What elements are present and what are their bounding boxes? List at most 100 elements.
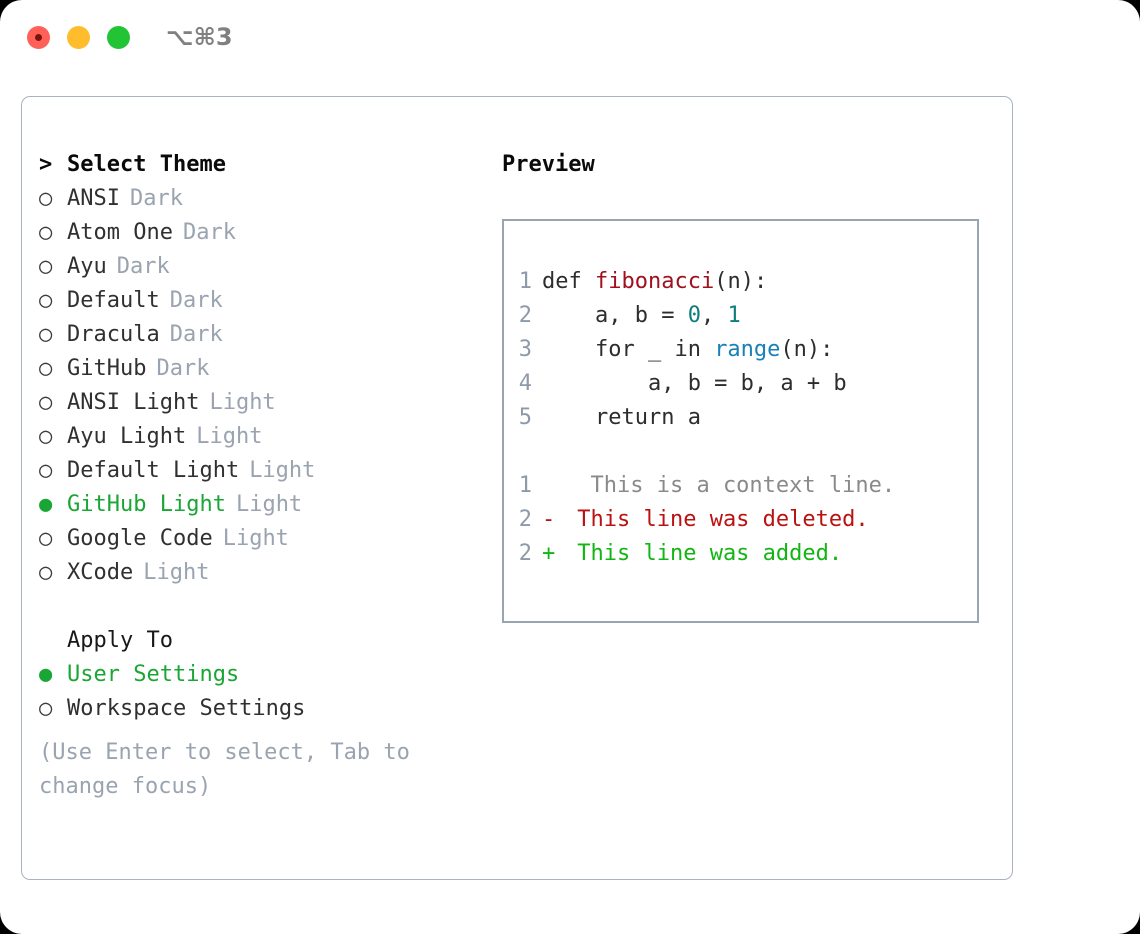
diff-marker-plus: + (542, 541, 556, 566)
apply-to-option-label: User Settings (67, 662, 240, 687)
code-token: return a (542, 405, 701, 430)
theme-variant-tag: Dark (169, 288, 223, 313)
radio-unselected-icon: ○ (39, 390, 53, 415)
line-number: 3 (518, 337, 532, 362)
apply-to-header: Apply To (39, 624, 499, 658)
radio-unselected-icon: ○ (39, 560, 53, 585)
keyboard-shortcut-label: ⌥⌘3 (166, 23, 233, 51)
code-token: for _ in (542, 337, 715, 362)
theme-list-item[interactable]: ○ Atom One Dark (39, 216, 499, 250)
code-line: 5 return a (504, 401, 977, 435)
preview-title: Preview (502, 152, 595, 177)
code-token-number: 0 (687, 303, 701, 328)
theme-variant-tag: Dark (156, 356, 210, 381)
line-number: 1 (518, 473, 532, 498)
theme-name: Dracula (67, 322, 160, 347)
theme-variant-tag: Light (209, 390, 276, 415)
radio-unselected-icon: ○ (39, 254, 53, 279)
diff-line-deleted: 2- This line was deleted. (504, 503, 977, 537)
diff-line-added: 2 + This line was added. (504, 537, 977, 571)
theme-list-item[interactable]: ○ GitHub Dark (39, 352, 499, 386)
theme-variant-tag: Light (143, 560, 210, 585)
code-line: 2 a, b = 0, 1 (504, 299, 977, 333)
traffic-lights (27, 26, 130, 49)
apply-to-option-workspace-settings[interactable]: ○ Workspace Settings (39, 692, 499, 726)
theme-list-item[interactable]: ○ XCode Light (39, 556, 499, 590)
theme-list-item[interactable]: ○ Google Code Light (39, 522, 499, 556)
diff-marker (542, 469, 564, 503)
radio-selected-icon: ● (39, 662, 53, 687)
apply-to-option-label: Workspace Settings (67, 696, 306, 721)
radio-unselected-icon: ○ (39, 424, 53, 449)
radio-unselected-icon: ○ (39, 220, 53, 245)
radio-unselected-icon: ○ (39, 288, 53, 313)
radio-selected-icon: ● (39, 492, 53, 517)
code-token-builtin: range (714, 337, 781, 362)
theme-name: ANSI (67, 186, 120, 211)
prompt-caret-icon: > (39, 152, 53, 177)
keyboard-hint-text: (Use Enter to select, Tab to change focu… (39, 740, 410, 799)
theme-variant-tag: Light (249, 458, 316, 483)
theme-variant-tag: Dark (129, 186, 183, 211)
theme-name: XCode (67, 560, 134, 585)
line-number: 2 (518, 303, 532, 328)
code-token: (n): (714, 269, 768, 294)
diff-text: This line was added. (564, 541, 843, 566)
code-token-number: 1 (727, 303, 741, 328)
theme-name: Google Code (67, 526, 213, 551)
theme-variant-tag: Light (222, 526, 289, 551)
theme-list-item[interactable]: ○ Ayu Dark (39, 250, 499, 284)
apply-to-title: Apply To (67, 628, 173, 653)
theme-name: Ayu (67, 254, 107, 279)
theme-list-item[interactable]: ○ Default Dark (39, 284, 499, 318)
close-button[interactable] (27, 26, 50, 49)
radio-unselected-icon: ○ (39, 356, 53, 381)
theme-name: Default (67, 288, 160, 313)
theme-list-item[interactable]: ○ ANSI Light Light (39, 386, 499, 420)
theme-variant-tag: Light (235, 492, 303, 517)
theme-variant-tag: Light (196, 424, 263, 449)
code-token: def (542, 269, 595, 294)
radio-unselected-icon: ○ (39, 696, 53, 721)
line-number: 2 (518, 507, 532, 532)
diff-text: This line was deleted. (564, 507, 869, 532)
minimize-button[interactable] (67, 26, 90, 49)
theme-name: GitHub (67, 356, 147, 381)
theme-variant-tag: Dark (116, 254, 170, 279)
code-line: 4 a, b = b, a + b (504, 367, 977, 401)
code-blank-line (504, 435, 977, 469)
titlebar: ⌥⌘3 (0, 0, 1140, 78)
theme-list-item-selected[interactable]: ● GitHub Light Light (39, 488, 499, 522)
theme-name: ANSI Light (67, 390, 200, 415)
line-number: 2 (518, 541, 532, 566)
theme-name: Atom One (67, 220, 173, 245)
line-number: 1 (518, 269, 532, 294)
code-line: 3 for _ in range(n): (504, 333, 977, 367)
diff-line-context: 1 This is a context line. (504, 469, 977, 503)
code-line: 1 def fibonacci(n): (504, 265, 977, 299)
apply-to-option-user-settings[interactable]: ● User Settings (39, 658, 499, 692)
code-token-function: fibonacci (594, 269, 715, 294)
theme-name: GitHub Light (67, 492, 226, 517)
code-token: , (700, 303, 728, 328)
theme-variant-tag: Dark (169, 322, 223, 347)
page-title: Select Theme (67, 152, 226, 177)
radio-unselected-icon: ○ (39, 526, 53, 551)
theme-name: Ayu Light (67, 424, 187, 449)
maximize-button[interactable] (107, 26, 130, 49)
theme-variant-tag: Dark (182, 220, 236, 245)
diff-marker-minus: - (542, 507, 556, 532)
code-token: a, b = b, a + b (542, 371, 847, 396)
line-number: 5 (518, 405, 532, 430)
code-token: (n): (780, 337, 834, 362)
list-spacer (39, 590, 499, 624)
theme-list-item[interactable]: ○ Ayu Light Light (39, 420, 499, 454)
code-token: a, b = (542, 303, 688, 328)
